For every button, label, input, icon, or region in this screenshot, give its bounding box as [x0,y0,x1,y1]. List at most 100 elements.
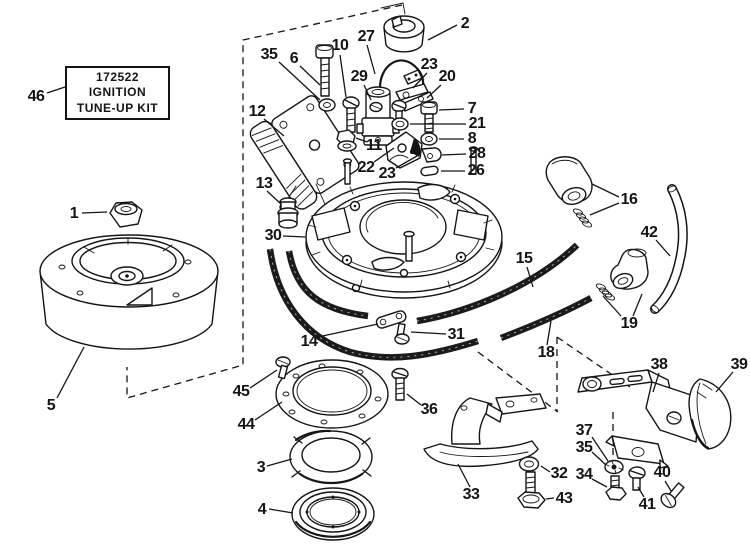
leader-line-40 [664,480,672,492]
callout-44-41: 44 [237,416,255,433]
leader-line-42 [655,239,671,257]
leader-line-37 [591,436,609,462]
leader-line-35 [591,451,607,466]
callout-12-3: 12 [248,103,266,120]
leader-line-35 [278,61,321,101]
leader-line-28 [441,153,467,156]
callout-3-42: 3 [256,459,266,476]
callout-36-31: 36 [420,401,438,418]
leader-line-7 [438,108,465,111]
leader-line-34 [591,478,608,488]
strip-15 [416,242,580,325]
leader-line-4 [268,508,294,514]
leader-line-13 [266,190,282,205]
leader-line-15 [526,266,534,288]
leader-line-19 [632,293,643,317]
leader-line-38 [652,372,660,393]
leader-line-32 [540,465,551,473]
callout-15-24: 15 [515,250,533,267]
kit-label-box: 172522 IGNITION TUNE-UP KIT [65,66,170,120]
leader-line-43 [545,497,555,500]
nut-stack [336,129,357,152]
callout-28-15: 28 [468,145,486,162]
leader-line-30 [282,235,307,238]
leader-line-27 [366,44,376,75]
leader-line-16 [589,202,620,216]
callout-45-40: 45 [232,383,250,400]
hardware-bottom-right [517,456,685,509]
callout-16-28: 16 [620,191,638,208]
leader-line-2 [427,24,458,41]
leader-line-20 [426,84,442,99]
callout-27-7: 27 [357,28,375,45]
leader-line-39 [715,371,734,393]
leader-line-10 [339,54,347,98]
screw-36 [391,367,409,401]
callout-13-20: 13 [255,175,273,192]
callout-19-27: 19 [620,315,638,332]
callout-11-17: 11 [366,137,382,154]
callout-43-34: 43 [555,490,573,507]
callout-21-13: 21 [468,115,486,132]
callout-5-2: 5 [46,397,56,414]
callout-4-43: 4 [257,501,267,518]
leader-line-3 [266,458,293,467]
callout-34-37: 34 [575,466,593,483]
callout-37-35: 37 [575,422,593,439]
leader-line-18 [546,320,552,346]
callout-39-30: 39 [730,356,748,373]
leader-line-36 [406,393,422,406]
drive-cam [383,15,425,53]
callout-38-29: 38 [650,356,668,373]
callout-30-21: 30 [264,227,282,244]
leader-line-16 [591,183,620,198]
hardware-column [391,99,442,177]
callout-32-33: 32 [550,465,568,482]
leader-line-23 [412,72,428,89]
callout-41-38: 41 [638,496,656,513]
callout-22-18: 22 [357,159,375,176]
flywheel [39,234,219,350]
callout-26-16: 26 [467,162,485,179]
callout-23-10: 23 [420,56,438,73]
leader-line-44 [254,401,283,421]
lower-mount [423,393,547,468]
callout-46-0: 46 [27,88,45,105]
kit-boundary-dashed [126,2,406,399]
callout-35-36: 35 [575,439,593,456]
callout-33-32: 33 [462,486,480,503]
flywheel-nut [109,201,143,228]
callout-31-23: 31 [447,326,465,343]
bracket-38 [577,369,701,469]
callout-8-14: 8 [467,130,477,147]
callout-14-22: 14 [300,333,318,350]
leader-line-1 [81,211,108,214]
leader-line-19 [602,295,622,317]
callout-2-9: 2 [460,15,470,32]
callout-35-4: 35 [260,46,278,63]
callout-6-5: 6 [289,50,299,67]
leader-line-41 [637,486,645,498]
kit-part-number: 172522 [95,69,140,84]
bearing-ring [291,487,375,541]
rubber-strips [266,242,593,361]
wave-washer [289,429,373,485]
callout-18-25: 18 [537,344,555,361]
leader-line-14 [317,323,379,338]
elbow-19 [595,248,649,301]
wedge-39 [688,378,732,450]
leader-line-23 [395,155,418,169]
callout-23-19: 23 [378,165,396,182]
callout-40-39: 40 [653,464,671,481]
leader-line-22 [373,147,395,163]
terminal-boot [277,197,299,229]
boot-16 [545,156,593,228]
leader-line-11 [355,137,368,143]
stator-plate [305,146,503,299]
callout-1-1: 1 [69,205,79,222]
leader-line-5 [56,346,85,399]
link-and-screw [375,310,410,345]
retainer-ring [275,356,389,429]
